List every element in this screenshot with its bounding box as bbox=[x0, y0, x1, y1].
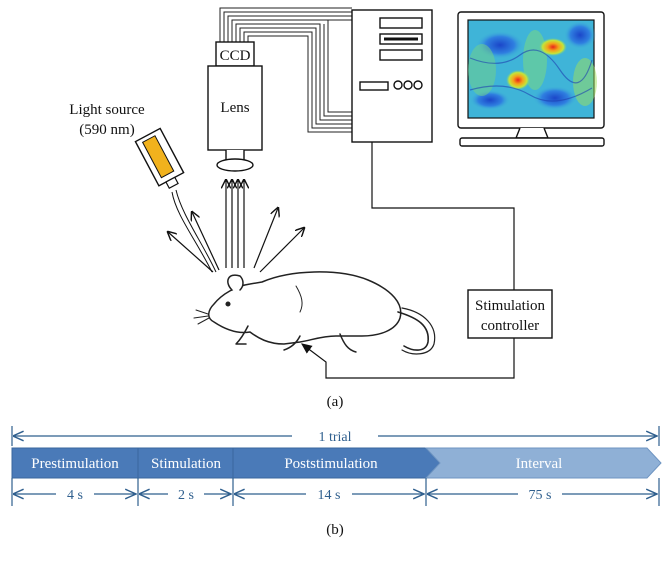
panel-b-caption: (b) bbox=[326, 522, 344, 538]
stim-controller-label-line1: Stimulation bbox=[475, 298, 546, 314]
light-source-label: Light source bbox=[69, 102, 145, 118]
computer-tower bbox=[351, 9, 433, 143]
duration-stimulation: 2 s bbox=[178, 488, 194, 503]
phase-label-poststimulation: Poststimulation bbox=[284, 456, 378, 472]
ccd-camera: CCD bbox=[215, 41, 255, 67]
stim-controller-label-line2: controller bbox=[481, 318, 539, 334]
activation-map-patterns bbox=[468, 21, 597, 110]
computer-controller-cable bbox=[371, 142, 515, 290]
light-source-wavelength: (590 nm) bbox=[79, 122, 134, 138]
lens-label: Lens bbox=[220, 100, 249, 116]
phase-label-interval: Interval bbox=[516, 456, 563, 472]
phase-label-stimulation: Stimulation bbox=[151, 456, 222, 472]
camera-cable-bundle bbox=[219, 7, 352, 133]
duration-dimensions bbox=[11, 478, 660, 506]
phase-label-prestimulation: Prestimulation bbox=[31, 456, 119, 472]
stimulation-controller: Stimulation controller bbox=[467, 289, 553, 339]
duration-poststimulation: 14 s bbox=[318, 488, 341, 503]
rat-illustration bbox=[193, 271, 436, 355]
timeline-bar: Prestimulation Stimulation Poststimulati… bbox=[11, 447, 662, 479]
duration-prestimulation: 4 s bbox=[67, 488, 83, 503]
scattered-light-arrows bbox=[168, 208, 304, 273]
light-source: Light source (590 nm) bbox=[69, 102, 217, 273]
phase-interval bbox=[424, 447, 662, 479]
monitor bbox=[457, 11, 605, 147]
reflected-light-arrows bbox=[226, 180, 244, 268]
trial-label: 1 trial bbox=[318, 430, 351, 445]
panel-a-caption: (a) bbox=[327, 394, 344, 410]
duration-interval: 75 s bbox=[529, 488, 552, 503]
lens: Lens bbox=[207, 65, 263, 172]
ccd-label: CCD bbox=[220, 48, 251, 64]
stimulation-electrode-line bbox=[301, 338, 515, 379]
trial-dimension: 1 trial bbox=[11, 426, 660, 446]
